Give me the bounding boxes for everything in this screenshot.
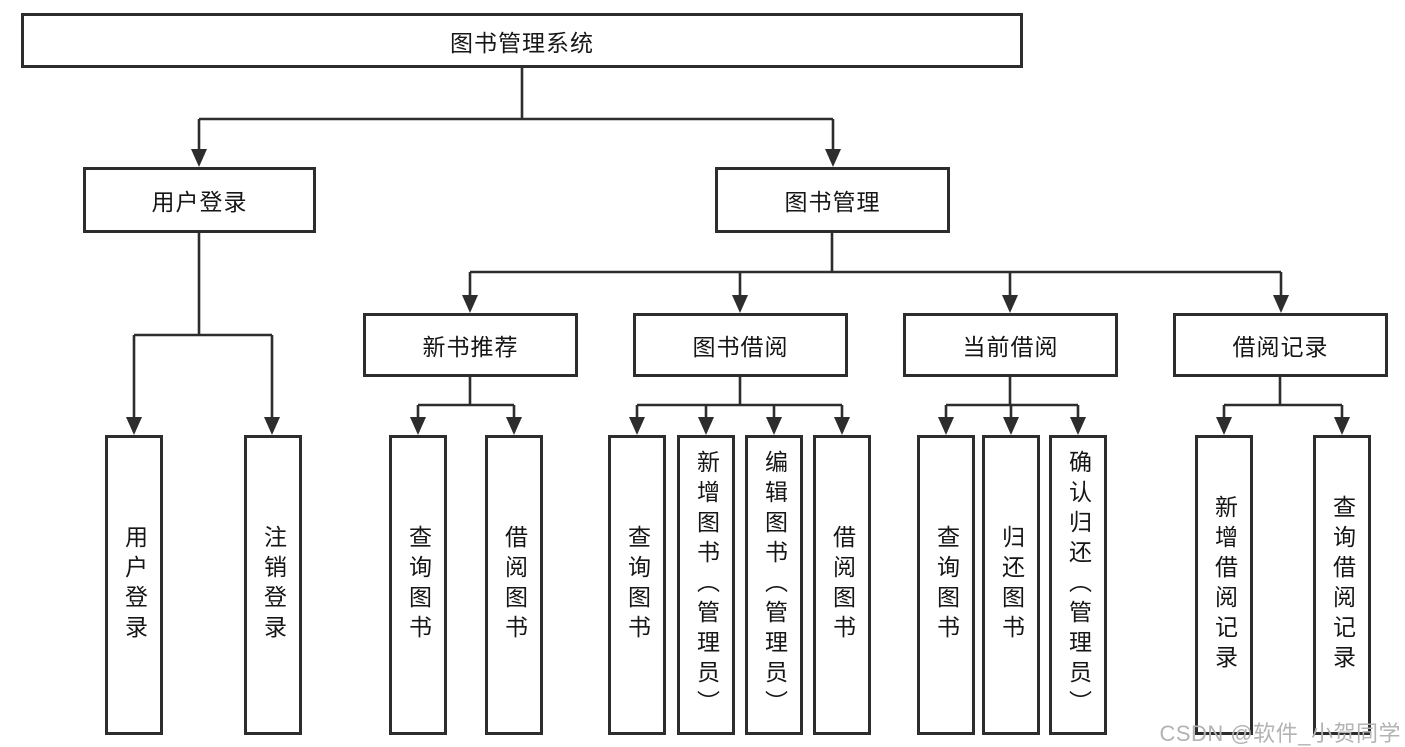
connector-current-borrowing-to-leaves [944, 377, 1080, 418]
arrowhead-icon [410, 417, 426, 435]
leaf-label: 新增图书（管理员） [693, 450, 720, 720]
arrowhead-icon [732, 295, 748, 313]
arrowhead-icon [264, 417, 280, 435]
node-new-book-recommendation: 新书推荐 [363, 313, 578, 377]
arrowhead-icon [1003, 417, 1019, 435]
connector-borrowing-records-to-leaves [1222, 377, 1344, 418]
arrowhead-icon [766, 417, 782, 435]
leaf-query-borrow-record: 查询借阅记录 [1313, 435, 1371, 735]
arrowhead-icon [1273, 295, 1289, 313]
leaf-user-login: 用户登录 [105, 435, 163, 735]
arrowhead-icon [825, 149, 841, 167]
arrowhead-icon [1334, 417, 1350, 435]
connector-user-login-to-leaves [132, 233, 274, 418]
watermark: CSDN @软件_小贺同学 [1159, 721, 1401, 746]
leaf-add-borrow-record: 新增借阅记录 [1195, 435, 1253, 735]
leaf-add-book-admin: 新增图书（管理员） [677, 435, 735, 735]
node-user-login: 用户登录 [83, 167, 316, 233]
node-book-borrowing: 图书借阅 [633, 313, 848, 377]
node-library-system: 图书管理系统 [21, 13, 1023, 68]
leaf-edit-book-admin: 编辑图书（管理员） [745, 435, 803, 735]
arrowhead-icon [834, 417, 850, 435]
node-current-borrowing: 当前借阅 [903, 313, 1118, 377]
leaf-label: 编辑图书（管理员） [761, 450, 788, 720]
leaf-label: 确认归还（管理员） [1065, 450, 1092, 720]
arrowhead-icon [191, 149, 207, 167]
leaf-label: 查询图书 [933, 525, 960, 645]
arrowhead-icon [1070, 417, 1086, 435]
node-borrowing-records: 借阅记录 [1173, 313, 1388, 377]
leaf-borrow-books-borrowing: 借阅图书 [813, 435, 871, 735]
arrowhead-icon [938, 417, 954, 435]
leaf-confirm-return-admin: 确认归还（管理员） [1049, 435, 1107, 735]
leaf-query-books-borrowing: 查询图书 [608, 435, 666, 735]
connector-book-management-to-level3 [468, 233, 1283, 296]
leaf-label: 借阅图书 [829, 525, 856, 645]
leaf-label: 用户登录 [121, 525, 148, 645]
node-book-management: 图书管理 [715, 167, 950, 233]
arrowhead-icon [126, 417, 142, 435]
leaf-label: 注销登录 [260, 525, 287, 645]
arrowhead-icon [629, 417, 645, 435]
connector-book-borrowing-to-leaves [635, 377, 844, 418]
leaf-label: 借阅图书 [501, 525, 528, 645]
leaf-borrow-books-recommend: 借阅图书 [485, 435, 543, 735]
leaf-label: 查询借阅记录 [1329, 495, 1356, 675]
leaf-query-books-current: 查询图书 [917, 435, 975, 735]
leaf-label: 查询图书 [405, 525, 432, 645]
leaf-label: 归还图书 [998, 525, 1025, 645]
arrowhead-icon [1002, 295, 1018, 313]
connector-root-to-level2 [197, 67, 835, 150]
arrowhead-icon [506, 417, 522, 435]
connector-new-book-to-leaves [416, 377, 516, 418]
arrowhead-icon [462, 295, 478, 313]
arrowhead-icon [698, 417, 714, 435]
leaf-label: 新增借阅记录 [1211, 495, 1238, 675]
leaf-logout: 注销登录 [244, 435, 302, 735]
leaf-query-books-recommend: 查询图书 [389, 435, 447, 735]
leaf-label: 查询图书 [624, 525, 651, 645]
arrowhead-icon [1216, 417, 1232, 435]
leaf-return-books: 归还图书 [982, 435, 1040, 735]
